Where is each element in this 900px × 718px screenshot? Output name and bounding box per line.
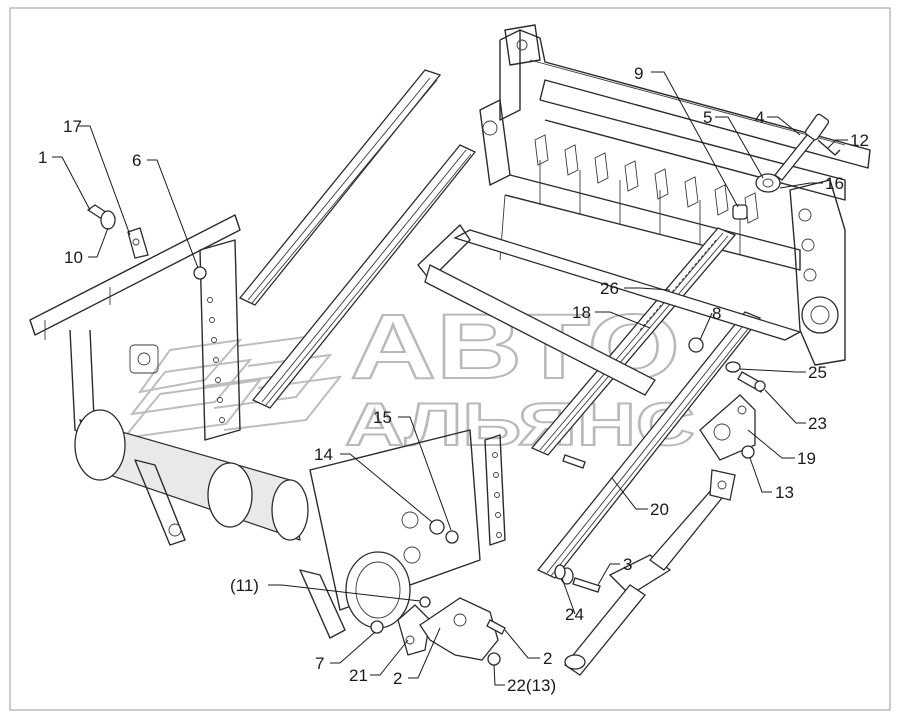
front-frame-assembly [29, 214, 506, 639]
callout-26: 26 [600, 279, 619, 298]
part-washer-24 [554, 564, 566, 580]
callout-19: 19 [797, 449, 816, 468]
cross-beam [417, 224, 802, 396]
hole-strip [492, 452, 502, 538]
callout-3: 3 [623, 555, 632, 574]
callout-4: 4 [755, 108, 764, 127]
part-nut-6 [193, 266, 207, 280]
callout-10: 10 [64, 248, 83, 267]
part-washer-11 [419, 596, 431, 608]
callout-24: 24 [565, 605, 584, 624]
callout-12: 12 [850, 131, 869, 150]
part-nut-22 [487, 652, 501, 666]
callout-1: 1 [38, 148, 47, 167]
callout-9: 9 [634, 64, 643, 83]
callout-labels: 1 17 6 10 9 5 4 12 16 26 18 8 25 23 19 1… [38, 64, 869, 695]
part-bolt-8 [688, 337, 704, 353]
part-bolt-1 [86, 204, 117, 230]
lower-slat [536, 311, 762, 579]
callout-16: 16 [825, 174, 844, 193]
part-rod-4 [755, 113, 841, 193]
callout-5: 5 [703, 108, 712, 127]
upper-slat-left [238, 69, 442, 306]
callout-20: 20 [650, 500, 669, 519]
part-bracket-19 [699, 394, 756, 461]
part-nut-14 [429, 519, 445, 535]
upper-slat-right [251, 144, 477, 409]
sieve-slat [530, 227, 737, 456]
leader-lines [52, 71, 848, 686]
callout-2b: 2 [393, 669, 402, 688]
callout-2a: 2 [543, 649, 552, 668]
callout-7: 7 [315, 654, 324, 673]
part-nut-15 [445, 530, 459, 544]
rear-frame-assembly [479, 24, 871, 366]
callout-17: 17 [63, 117, 82, 136]
part-bolt-2 [486, 619, 506, 635]
part-bolt-3 [560, 567, 601, 593]
frame-hole-row [207, 297, 225, 423]
callout-8: 8 [712, 304, 721, 323]
callout-11: (11) [230, 576, 259, 595]
part-nut-13 [741, 445, 755, 459]
callout-13: 13 [775, 483, 794, 502]
callout-22: 22(13) [507, 676, 556, 695]
callout-23: 23 [808, 414, 827, 433]
part-bracket-17 [127, 227, 149, 259]
callout-18: 18 [572, 303, 591, 322]
part-nut-7 [370, 620, 384, 634]
part-bolt-23 [725, 361, 766, 393]
part-bolt-mid [562, 454, 586, 469]
part-bracket-21 [397, 597, 499, 661]
callout-14: 14 [314, 445, 333, 464]
callout-25: 25 [808, 363, 827, 382]
callout-6: 6 [132, 151, 141, 170]
diagram-border [9, 7, 891, 711]
part-gas-spring [564, 469, 736, 676]
callout-15: 15 [373, 408, 392, 427]
part-nut-9 [732, 204, 748, 220]
callout-21: 21 [349, 666, 368, 685]
